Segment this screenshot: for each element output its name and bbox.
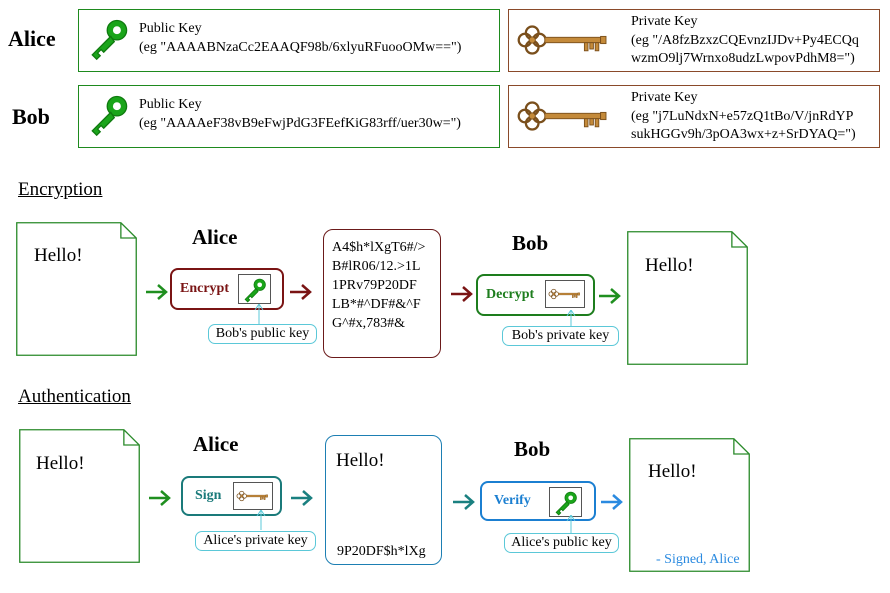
ciphertext-line: 1PRv79P20DF bbox=[332, 278, 417, 293]
document-icon bbox=[16, 222, 137, 356]
encrypt-key-frame bbox=[238, 274, 271, 304]
alice-private-key-title: Private Key bbox=[631, 14, 698, 29]
verified-text: Hello! bbox=[648, 461, 697, 482]
bob-private-key-title: Private Key bbox=[631, 90, 698, 105]
signed-message-box: Hello! 9P20DF$h*lXg bbox=[325, 435, 442, 565]
callout-line bbox=[566, 310, 576, 327]
decrypt-box: Decrypt bbox=[476, 274, 595, 316]
authentication-sender: Alice bbox=[193, 432, 239, 456]
alice-private-key-example-line1: (eg "/A8fzBzxzCQEvnzIJDv+Py4ECQq bbox=[631, 33, 859, 48]
arrow-right-icon bbox=[601, 494, 623, 510]
decrypt-key-frame bbox=[545, 280, 585, 308]
bob-public-key-example: (eg "AAAAeF38vB9eFwjPdG3FEefKiG83rff/uer… bbox=[139, 116, 461, 131]
green-key-icon bbox=[87, 17, 131, 61]
ciphertext-line: LB*#^DF#&^F bbox=[332, 297, 421, 312]
encryption-sender: Alice bbox=[192, 225, 238, 249]
sign-key-callout: Alice's private key bbox=[195, 531, 316, 551]
document-icon bbox=[627, 231, 748, 365]
gold-key-icon bbox=[236, 489, 271, 503]
alice-name: Alice bbox=[8, 26, 56, 51]
verify-box: Verify bbox=[480, 481, 596, 521]
ciphertext-box: A4$h*lXgT6#/> B#lR06/12.>1L 1PRv79P20DF … bbox=[323, 229, 441, 358]
plaintext-document: Hello! bbox=[16, 222, 137, 356]
bob-private-key-example-line1: (eg "j7LuNdxN+e57zQ1tBo/V/jnRdYP bbox=[631, 109, 854, 124]
decrypt-key-callout: Bob's private key bbox=[502, 326, 619, 346]
callout-line bbox=[566, 515, 576, 534]
arrow-right-icon bbox=[599, 288, 621, 304]
arrow-right-icon bbox=[149, 490, 171, 506]
decrypted-document: Hello! bbox=[627, 231, 748, 365]
sign-label: Sign bbox=[195, 488, 222, 503]
gold-key-icon bbox=[548, 287, 583, 301]
alice-public-key-box: Public Key (eg "AAAABNzaCc2EAAQF98b/6xly… bbox=[78, 9, 500, 72]
bob-public-key-title: Public Key bbox=[139, 97, 202, 112]
sign-box: Sign bbox=[181, 476, 282, 516]
auth-plaintext-text: Hello! bbox=[36, 453, 85, 474]
verify-label: Verify bbox=[494, 493, 531, 508]
encryption-receiver: Bob bbox=[512, 231, 549, 255]
alice-public-key-title: Public Key bbox=[139, 21, 202, 36]
encrypt-key-callout: Bob's public key bbox=[208, 324, 317, 344]
ciphertext-line: B#lR06/12.>1L bbox=[332, 259, 421, 274]
plaintext-text: Hello! bbox=[34, 245, 83, 266]
verified-document: Hello! - Signed, Alice bbox=[629, 438, 750, 572]
encrypt-label: Encrypt bbox=[180, 281, 229, 296]
signature-text: 9P20DF$h*lXg bbox=[337, 544, 426, 559]
alice-public-key-example: (eg "AAAABNzaCc2EAAQF98b/6xlyuRFuooOMw==… bbox=[139, 40, 462, 55]
arrow-right-icon bbox=[290, 284, 312, 300]
authentication-heading: Authentication bbox=[18, 386, 131, 407]
arrow-right-icon bbox=[453, 494, 475, 510]
ciphertext-line: G^#x,783#& bbox=[332, 316, 406, 331]
alice-private-key-box: Private Key (eg "/A8fzBzxzCQEvnzIJDv+Py4… bbox=[508, 9, 880, 72]
arrow-right-icon bbox=[291, 490, 313, 506]
gold-key-icon bbox=[513, 22, 618, 58]
arrow-right-icon bbox=[451, 286, 473, 302]
bob-private-key-box: Private Key (eg "j7LuNdxN+e57zQ1tBo/V/jn… bbox=[508, 85, 880, 148]
bob-private-key-example-line2: sukHGGv9h/3pOA3wx+z+SrDYAQ=") bbox=[631, 127, 856, 142]
signed-message-text: Hello! bbox=[336, 450, 385, 471]
bob-public-key-box: Public Key (eg "AAAAeF38vB9eFwjPdG3FEefK… bbox=[78, 85, 500, 148]
bob-name: Bob bbox=[12, 104, 50, 129]
green-key-icon bbox=[553, 490, 579, 516]
ciphertext-line: A4$h*lXgT6#/> bbox=[332, 240, 426, 255]
green-key-icon bbox=[87, 93, 131, 137]
arrow-right-icon bbox=[146, 284, 168, 300]
auth-plaintext-document: Hello! bbox=[19, 429, 140, 563]
decrypted-text: Hello! bbox=[645, 255, 694, 276]
alice-private-key-example-line2: wzmO9lj7Wrnxo8udzLwpovPdhM8=") bbox=[631, 51, 855, 66]
verify-key-frame bbox=[549, 487, 582, 517]
encrypt-box: Encrypt bbox=[170, 268, 284, 310]
authentication-receiver: Bob bbox=[514, 437, 551, 461]
decrypt-label: Decrypt bbox=[486, 287, 535, 302]
callout-line bbox=[256, 510, 266, 530]
encryption-heading: Encryption bbox=[18, 179, 103, 200]
sign-key-frame bbox=[233, 482, 273, 510]
document-icon bbox=[19, 429, 140, 563]
callout-line bbox=[254, 304, 264, 324]
signed-note: - Signed, Alice bbox=[656, 552, 740, 567]
verify-key-callout: Alice's public key bbox=[504, 533, 619, 553]
green-key-icon bbox=[242, 277, 268, 303]
gold-key-icon bbox=[513, 98, 618, 134]
